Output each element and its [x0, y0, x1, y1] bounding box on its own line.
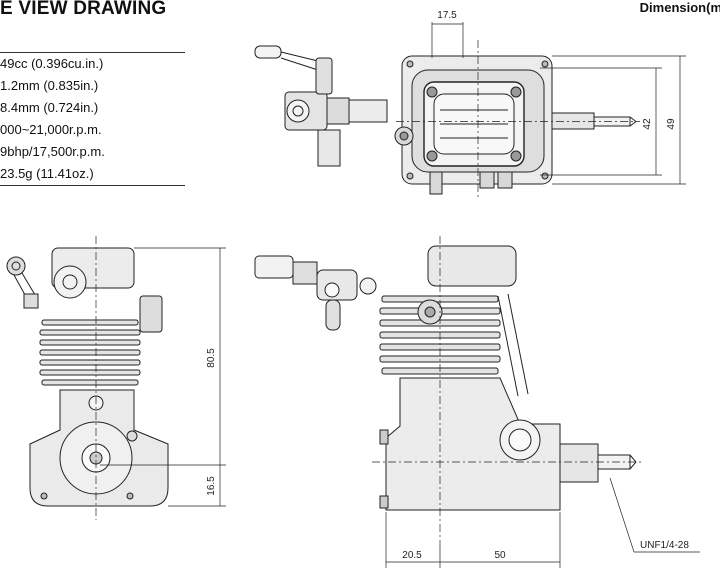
spec-top-rule	[0, 52, 185, 53]
spec-bore: 1.2mm (0.835in.)	[0, 78, 99, 93]
dim-bottom-right: 50	[494, 550, 506, 561]
dimension-unit-label: Dimension(m	[639, 0, 720, 15]
front-view	[6, 236, 169, 520]
side-view	[254, 236, 642, 540]
spec-table: 49cc (0.396cu.in.) 1.2mm (0.835in.) 8.4m…	[0, 52, 185, 186]
dim-top-width: 17.5	[437, 10, 457, 21]
top-view	[254, 40, 640, 200]
top-view-dimensions	[431, 22, 686, 185]
dim-thread-callout: UNF1/4-28	[640, 540, 689, 551]
drawing-title: E VIEW DRAWING	[0, 0, 167, 19]
dim-side-height-upper: 80.5	[206, 348, 217, 368]
front-view-dimensions	[100, 247, 226, 507]
spec-rpm-range: 000~21,000r.p.m.	[0, 122, 102, 137]
spec-stroke: 8.4mm (0.724in.)	[0, 100, 99, 115]
spec-power: 9bhp/17,500r.p.m.	[0, 144, 105, 159]
spec-bottom-rule	[0, 185, 185, 186]
dim-side-height-lower: 16.5	[206, 476, 217, 496]
spec-weight: 23.5g (11.41oz.)	[0, 166, 94, 181]
spec-displacement: 49cc (0.396cu.in.)	[0, 56, 104, 71]
side-view-dimensions	[385, 477, 700, 568]
dim-top-height-outer: 49	[666, 118, 677, 130]
dim-bottom-left: 20.5	[402, 550, 422, 561]
dim-top-height-inner: 42	[642, 118, 653, 130]
